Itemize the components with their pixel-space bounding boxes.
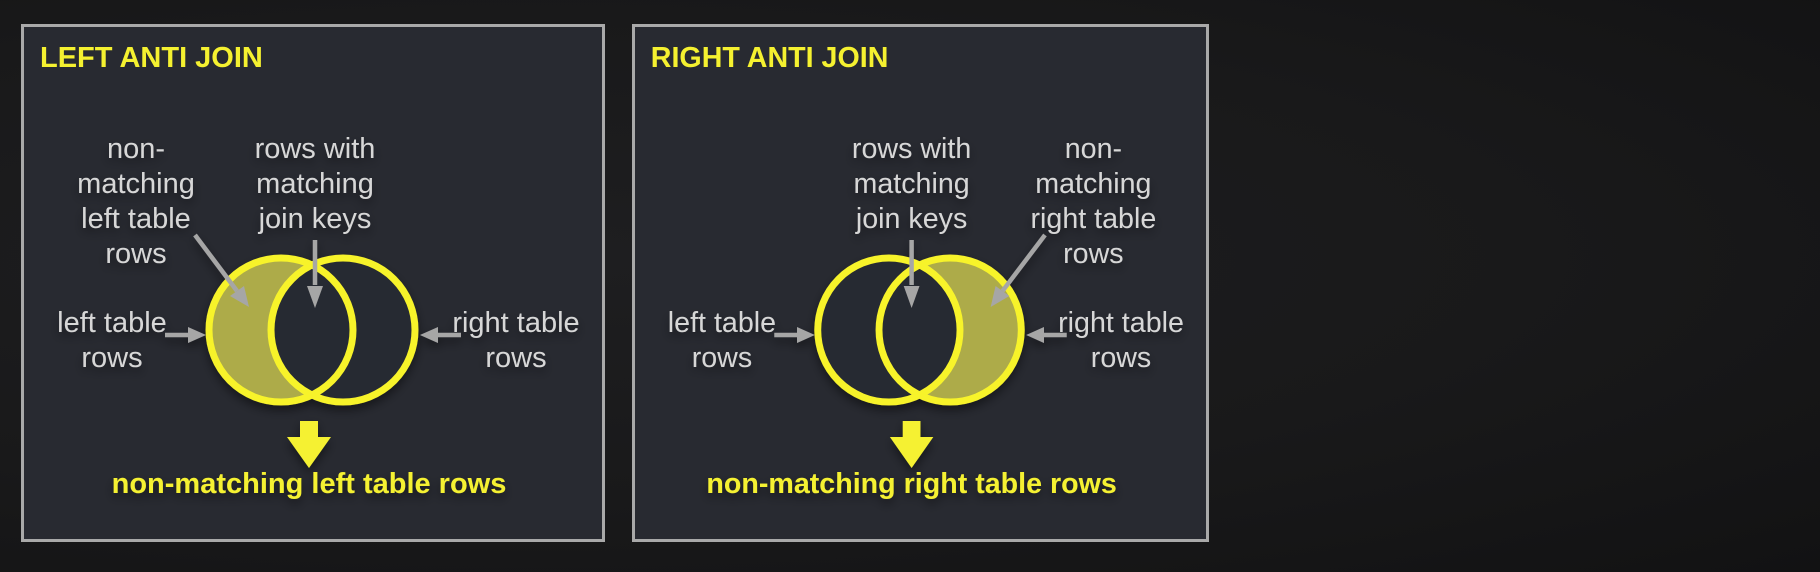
label-line: rows with <box>255 133 376 165</box>
label-line: rows <box>692 342 752 374</box>
label-matching-join-keys: rows with matching join keys <box>852 133 971 235</box>
leader-line <box>193 233 239 293</box>
label-line: rows with <box>852 133 971 165</box>
leader-arrow-nonmatching <box>990 233 1047 307</box>
panel-right-anti-join: RIGHT ANTI JOIN rows with matching join … <box>632 24 1209 542</box>
label-right-table-rows: right table rows <box>452 307 579 374</box>
label-line: right table <box>1058 307 1184 339</box>
left-circle-mask-fill <box>817 258 961 402</box>
label-line: matching <box>77 168 195 200</box>
right-circle-outline <box>875 254 1025 406</box>
right-circle-outline <box>267 254 419 406</box>
label-line: rows <box>1091 342 1151 374</box>
label-line: non- <box>107 133 165 165</box>
label-line: rows <box>485 342 546 374</box>
left-circle-outline <box>814 254 964 406</box>
label-line: right table <box>1030 203 1156 235</box>
leader-arrow-right-table <box>1026 327 1067 343</box>
leader-arrow-right-table <box>420 327 461 343</box>
venn-diagram <box>205 254 419 406</box>
down-arrow-icon <box>889 421 934 468</box>
arrowhead-icon <box>230 286 249 307</box>
arrowhead-icon <box>903 286 920 308</box>
label-line: right table <box>452 307 579 339</box>
label-line: left table <box>668 307 776 339</box>
label-nonmatching-right-rows: non- matching right table rows <box>1030 133 1156 270</box>
label-line: left table <box>81 203 191 235</box>
label-left-table-rows: left table rows <box>57 307 167 374</box>
arrowhead-icon <box>797 327 815 343</box>
venn-diagram <box>814 254 1025 406</box>
label-line: matching <box>1035 168 1151 200</box>
label-line: rows <box>1063 238 1123 270</box>
arrowhead-icon <box>188 327 206 343</box>
panel-title: LEFT ANTI JOIN <box>40 42 263 74</box>
left-anti-join-diagram: LEFT ANTI JOIN non- matching left table … <box>40 42 580 500</box>
label-nonmatching-left-rows: non- matching left table rows <box>77 133 195 270</box>
leader-arrow-left-table <box>165 327 206 343</box>
leader-arrow-left-table <box>774 327 815 343</box>
label-line: non- <box>1065 133 1122 165</box>
label-line: join keys <box>258 203 372 235</box>
label-line: join keys <box>855 203 967 235</box>
leader-arrow-nonmatching <box>193 233 249 307</box>
result-caption: non-matching left table rows <box>112 468 507 500</box>
panel-left-anti-join: LEFT ANTI JOIN non- matching left table … <box>21 24 605 542</box>
label-line: matching <box>256 168 374 200</box>
result-caption: non-matching right table rows <box>706 468 1116 500</box>
right-anti-join-diagram: RIGHT ANTI JOIN rows with matching join … <box>651 42 1184 500</box>
label-line: matching <box>854 168 970 200</box>
label-right-table-rows: right table rows <box>1058 307 1184 374</box>
arrowhead-icon <box>1026 327 1044 343</box>
leader-arrow-matching <box>307 240 323 308</box>
arrowhead-icon <box>990 286 1010 307</box>
down-arrow-icon <box>287 421 331 468</box>
label-left-table-rows: left table rows <box>668 307 776 374</box>
label-line: left table <box>57 307 167 339</box>
arrowhead-icon <box>307 286 323 308</box>
label-line: rows <box>105 238 166 270</box>
left-circle-outline <box>205 254 357 406</box>
arrowhead-icon <box>420 327 438 343</box>
diagram-content: rows with matching join keys non- matchi… <box>668 133 1184 500</box>
leader-line <box>1000 233 1047 293</box>
panel-title: RIGHT ANTI JOIN <box>651 42 889 74</box>
diagram-content: non- matching left table rows rows with … <box>57 133 580 500</box>
right-circle-mask-fill <box>271 258 415 402</box>
leader-arrow-matching <box>903 240 920 308</box>
label-line: rows <box>81 342 142 374</box>
label-matching-join-keys: rows with matching join keys <box>255 133 376 235</box>
